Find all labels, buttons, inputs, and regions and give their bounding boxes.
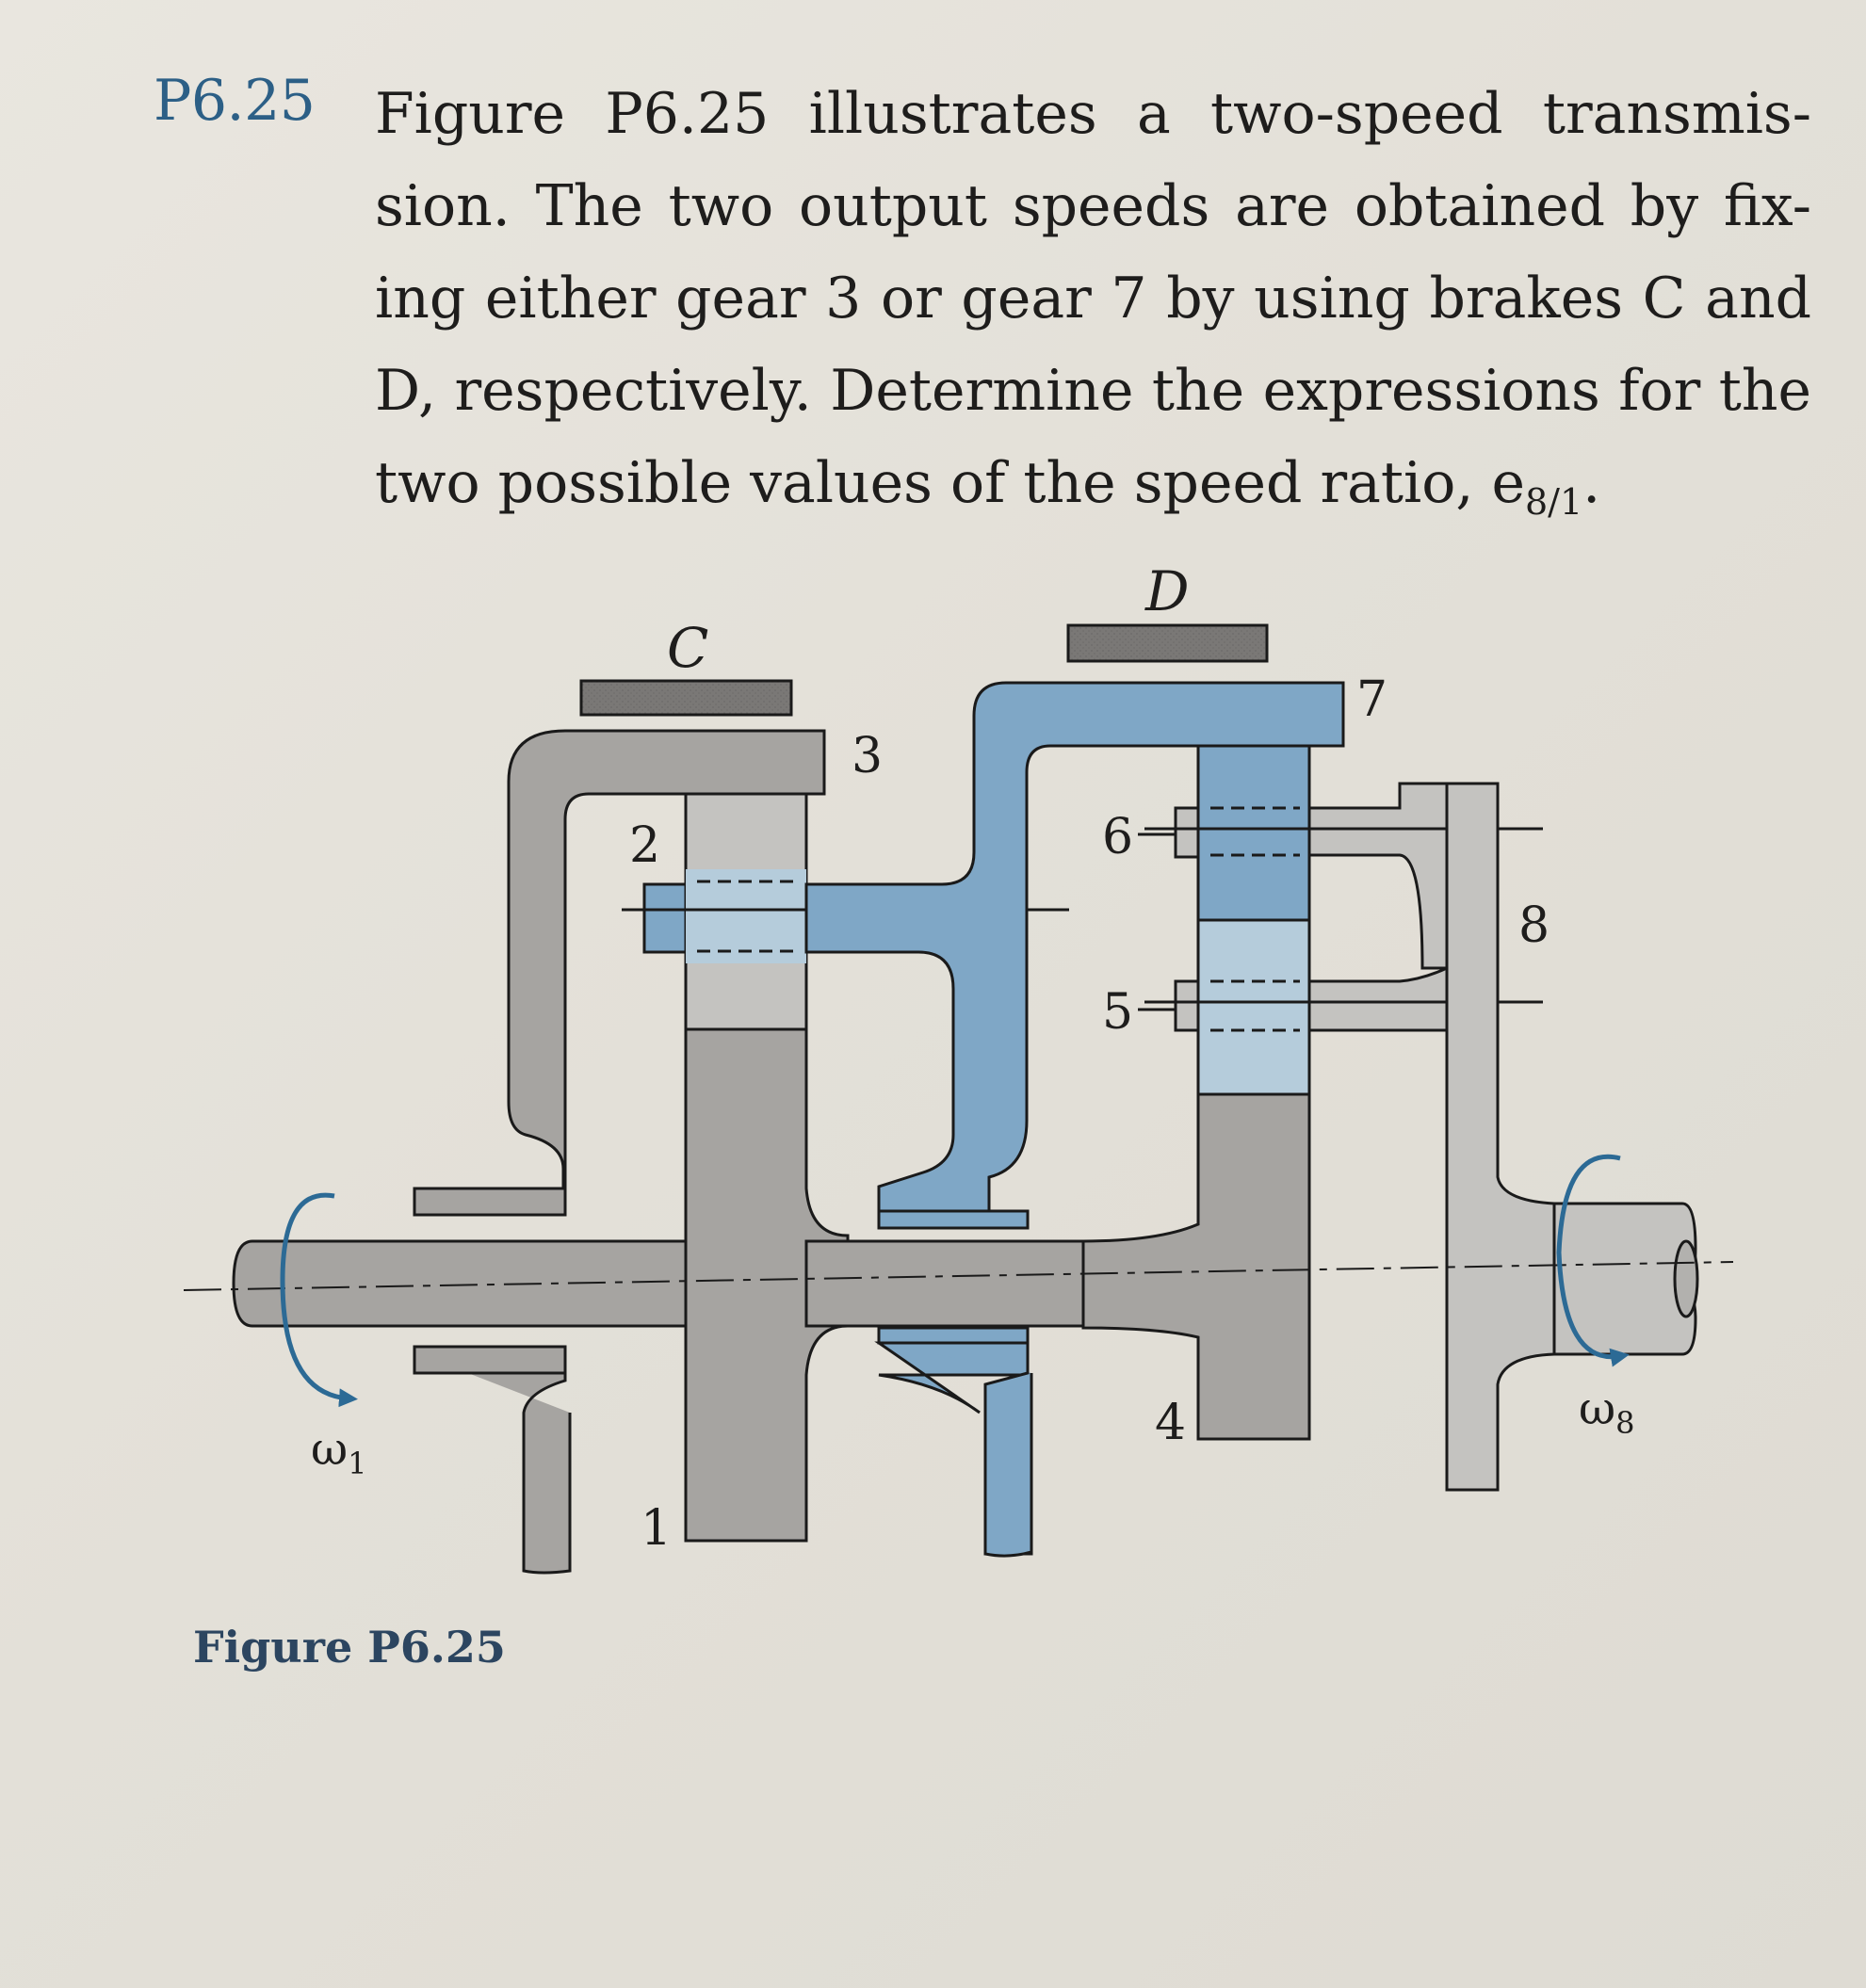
problem-line-2: sion. The two output speeds are obtained…	[375, 173, 1811, 239]
problem-number: P6.25	[154, 68, 316, 134]
gear-3-lower-sleeve	[413, 1345, 567, 1375]
brake-c-texture	[581, 681, 791, 715]
output-shaft-end	[1673, 1239, 1699, 1318]
omega-1-arrow	[280, 1192, 358, 1408]
omega-8-symbol: ω	[1579, 1382, 1615, 1435]
problem-line-4: D, respectively. Determine the expressio…	[375, 358, 1811, 424]
omega-1-sub: 1	[348, 1446, 366, 1481]
gear-6-planet	[1174, 806, 1200, 859]
carrier-blue-sleeve-top	[877, 1209, 1030, 1230]
brake-d-label: D	[1144, 559, 1190, 623]
gear-8-label: 8	[1518, 897, 1550, 954]
problem-line-3: ing either gear 3 or gear 7 by using bra…	[375, 266, 1811, 331]
problem-line-5-end: .	[1582, 450, 1601, 516]
gear-2-planet	[642, 882, 688, 954]
carrier-8-arm-upper	[1307, 782, 1449, 970]
problem-line-5: two possible values of the speed ratio, …	[375, 437, 1811, 548]
gear-2-planet-hatch	[686, 869, 806, 963]
gear-3-label: 3	[852, 728, 883, 784]
gear-3-lower-flange	[414, 1350, 572, 1575]
gear-1-label: 1	[641, 1500, 672, 1557]
gear-2-label: 2	[629, 817, 660, 874]
omega-1-symbol: ω	[311, 1423, 348, 1476]
figure-caption: Figure P6.25	[193, 1622, 506, 1673]
brake-d-texture	[1068, 625, 1267, 661]
carrier-8-plate	[1445, 782, 1556, 1492]
brake-c-label: C	[667, 616, 708, 680]
problem-line-5-text: two possible values of the speed ratio, …	[375, 450, 1525, 516]
problem-statement: Figure P6.25 illustrates a two-speed tra…	[375, 68, 1811, 548]
gear-3-ring-carrier	[507, 729, 826, 1213]
carrier-blue-flange	[879, 1341, 1033, 1558]
problem-line-1: Figure P6.25 illustrates a two-speed tra…	[375, 81, 1811, 147]
carrier-arm-2	[804, 681, 1345, 1213]
omega-8-sub: 8	[1615, 1405, 1634, 1441]
speed-ratio-subscript: 8/1	[1524, 481, 1583, 523]
input-shaft	[232, 1239, 688, 1328]
gear-4-body	[1081, 1092, 1311, 1441]
gear-7-label: 7	[1356, 671, 1387, 728]
gear-3-upper-sleeve	[413, 1187, 567, 1217]
gear-7-body	[1196, 744, 1311, 922]
gear-5-label: 5	[1102, 984, 1133, 1041]
gear-7-teeth	[1196, 918, 1311, 1096]
omega-8-arrow	[1556, 1154, 1630, 1367]
gear-5-planet	[1174, 979, 1200, 1032]
omega-8-label: ω8	[1579, 1382, 1635, 1441]
mid-shaft	[804, 1239, 1085, 1328]
gear-4-label: 4	[1155, 1395, 1186, 1451]
gear-6-label: 6	[1102, 809, 1133, 865]
centerline	[183, 1261, 1734, 1291]
omega-1-label: ω1	[311, 1423, 367, 1481]
carrier-8-arm-lower	[1307, 965, 1449, 1032]
